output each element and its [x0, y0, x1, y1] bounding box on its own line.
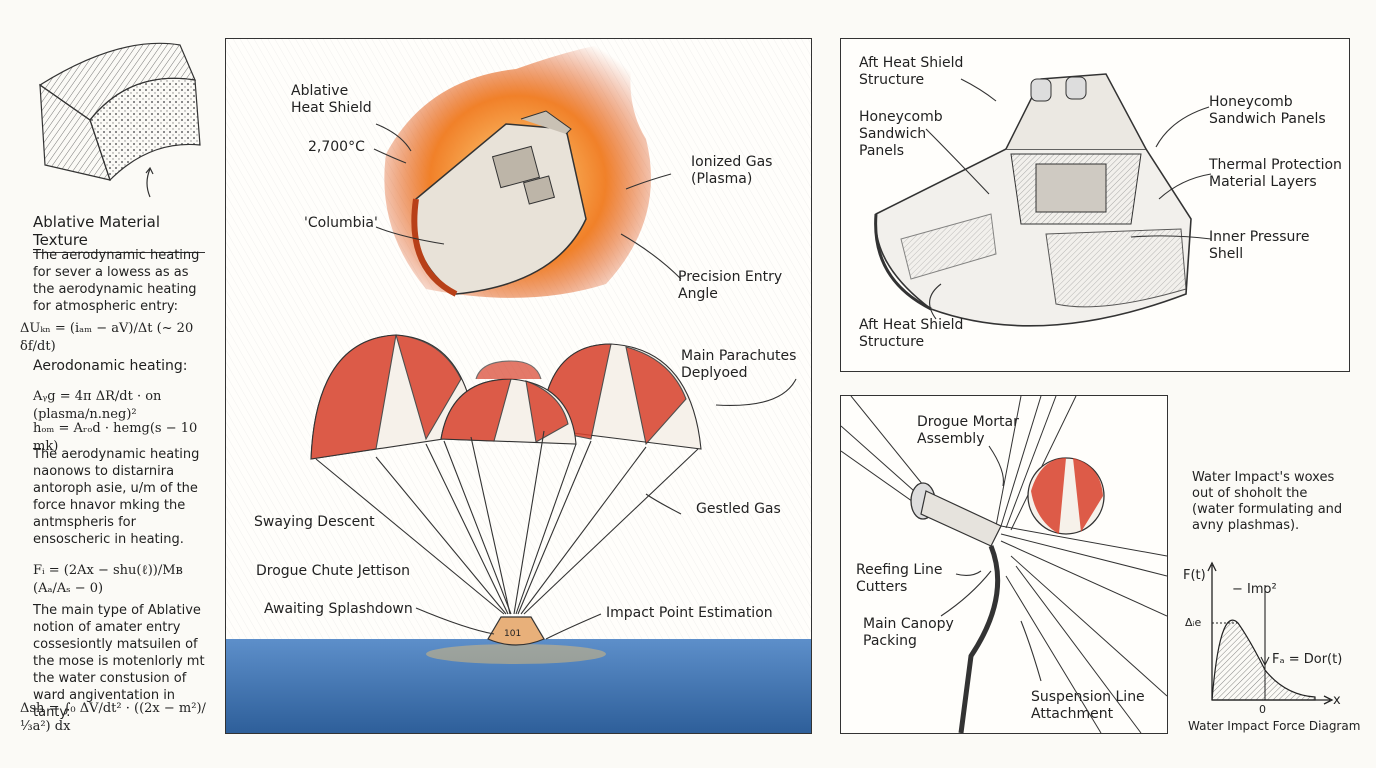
- graph-fa-label: Fₐ = Dor(t): [1272, 652, 1343, 667]
- label-suspension-line: Suspension Line Attachment: [1031, 689, 1145, 722]
- impact-note: Water Impact's woxes out of shoholt the …: [1180, 470, 1370, 534]
- parachute-group: [310, 334, 702, 615]
- ablative-texture-sketch: [38, 42, 201, 182]
- reentry-main-panel: Ablative Heat Shield 2,700°C 'Columbia' …: [225, 38, 812, 734]
- label-aft-heat-shield-top: Aft Heat Shield Structure: [859, 55, 964, 88]
- graph-zero-label: 0: [1259, 703, 1266, 716]
- label-main-canopy: Main Canopy Packing: [863, 616, 954, 649]
- label-impact-point: Impact Point Estimation: [606, 605, 773, 621]
- texture-arrow-icon: [145, 166, 154, 198]
- paragraph-1: The aerodynamic heating for sever a lowe…: [33, 248, 200, 314]
- equation-1: ΔUₖₙ = (iₐₘ − aV)/Δt (~ 20 δf/dt): [20, 321, 194, 354]
- label-ionized-gas: Ionized Gas (Plasma): [691, 154, 773, 187]
- label-temperature: 2,700°C: [308, 139, 365, 155]
- heading-aero: Aerodonamic heating:: [33, 358, 188, 374]
- label-inner-pressure-shell: Inner Pressure Shell: [1209, 229, 1310, 262]
- reentry-illustration: [226, 39, 811, 733]
- graph-caption: Water Impact Force Diagram: [1188, 719, 1361, 733]
- label-swaying-descent: Swaying Descent: [254, 514, 375, 530]
- label-main-parachutes: Main Parachutes Deplyoed: [681, 348, 797, 381]
- graph-level-label: Δᵢe: [1185, 616, 1202, 629]
- label-drogue-jettison: Drogue Chute Jettison: [256, 563, 411, 579]
- left-notes-column: Ablative Material Texture The aerodynami…: [0, 0, 220, 768]
- equation-3: hₒₘ = Aᵣₒd · hemg(s − 10 mk): [33, 421, 198, 454]
- graph-x-label: x: [1333, 693, 1341, 708]
- texture-label: Ablative Material Texture: [33, 213, 205, 253]
- graph-y-axis-label: F(t): [1183, 568, 1206, 583]
- label-columbia: 'Columbia': [304, 215, 378, 231]
- graph-peak-label: − Imo²: [1232, 582, 1277, 597]
- equation-2: Aᵧg = 4π ΔR/dt · on (plasma/n.neg)²: [33, 389, 162, 422]
- label-ablative-heat-shield: Ablative Heat Shield: [291, 83, 372, 116]
- paragraph-2: The aerodynamic heating naonows to dista…: [33, 447, 200, 547]
- label-drogue-mortar: Drogue Mortar Assembly: [917, 414, 1019, 447]
- label-precision-entry: Precision Entry Angle: [678, 269, 783, 302]
- capsule-marking: 101: [504, 629, 522, 639]
- capsule-structure-panel: Aft Heat Shield Structure Honeycomb Sand…: [840, 38, 1350, 372]
- label-thermal-protection: Thermal Protection Material Layers: [1209, 157, 1342, 190]
- label-aft-heat-shield-bottom: Aft Heat Shield Structure: [859, 317, 964, 350]
- label-reefing-cutters: Reefing Line Cutters: [856, 562, 943, 595]
- paragraph-3: The main type of Ablative notion of amat…: [33, 603, 205, 720]
- equation-4: Fᵢ = (2Ax − shu(ℓ))/Mʙ (Aₐ/Aₛ − 0): [33, 563, 183, 596]
- impact-note-text: Water Impact's woxes out of shoholt the …: [1192, 470, 1343, 533]
- equation-5: Δsh = ∫₀ ΔV/dt² · ((2x − m²)/⅓a²) dx: [20, 701, 206, 734]
- drogue-system-panel: Drogue Mortar Assembly Reefing Line Cutt…: [840, 395, 1168, 734]
- label-awaiting-splashdown: Awaiting Splashdown: [264, 601, 413, 617]
- label-gestled-gas: Gestled Gas: [696, 501, 781, 517]
- capsule-cutaway-sketch: [874, 73, 1212, 327]
- label-honeycomb-left: Honeycomb Sandwich Panels: [859, 109, 943, 159]
- drogue-mortar-sketch: [841, 396, 1167, 733]
- label-honeycomb-right: Honeycomb Sandwich Panels: [1209, 94, 1326, 127]
- water-impact-force-graph: [1207, 561, 1334, 705]
